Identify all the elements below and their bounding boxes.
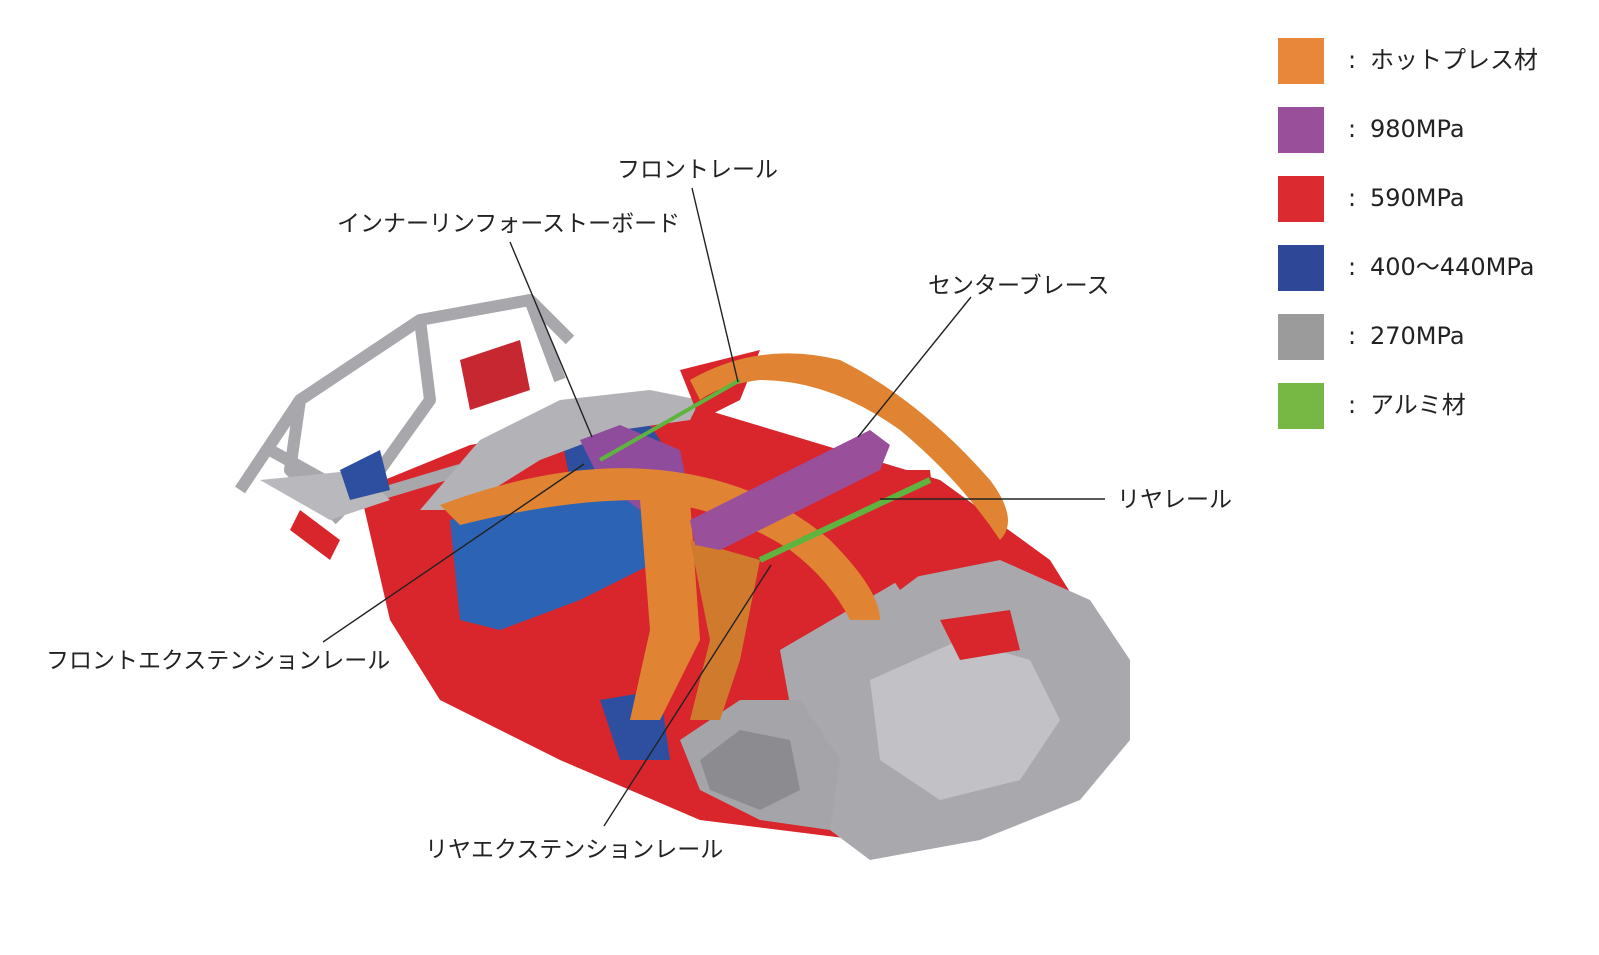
legend-label: アルミ材 [1370,391,1466,419]
callout-rear-rail: リヤレール [1117,487,1232,513]
legend-label: 270MPa [1370,322,1465,350]
legend-swatch [1278,176,1324,222]
leader-lines [322,187,1105,827]
legend-swatch [1278,38,1324,84]
rear-rail-aluminum [758,477,932,563]
callout-inner-reinforcement-toeboard: インナーリンフォーストーボード [337,211,681,237]
legend-swatch [1278,107,1324,153]
legend-label: 980MPa [1370,115,1465,143]
front-rail-hotpress [690,353,1008,540]
legend-label: 400〜440MPa [1370,253,1535,281]
legend-label: 590MPa [1370,184,1465,212]
legend-swatch [1278,314,1324,360]
callout-center-brace: センターブレース [928,273,1110,299]
center-brace-980mpa [690,430,890,550]
callout-front-extension-rail: フロントエクステンションレール [46,648,391,674]
legend-swatch [1278,245,1324,291]
legend-swatch [1278,383,1324,429]
callout-rear-extension-rail: リヤエクステンションレール [425,837,724,863]
legend-label: ホットプレス材 [1370,46,1538,74]
callout-front-rail: フロントレール [617,157,778,183]
